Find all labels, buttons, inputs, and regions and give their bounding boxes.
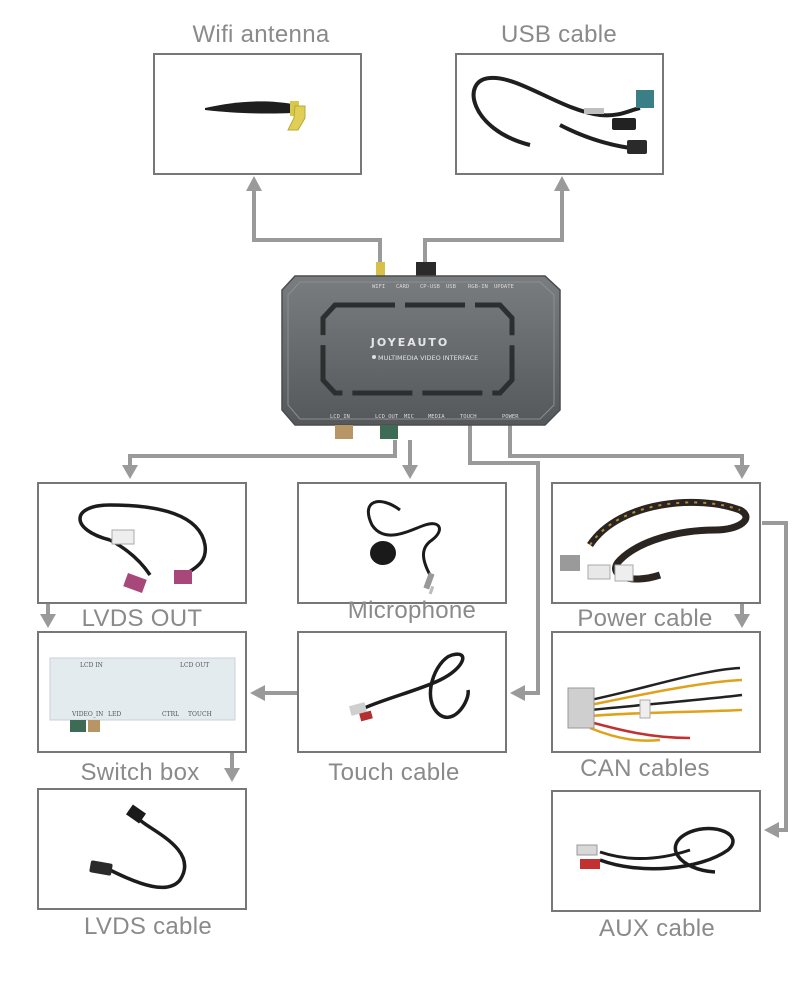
usb-cable-image <box>471 75 654 154</box>
usb-port <box>416 262 436 277</box>
wifi-antenna-image <box>205 101 306 131</box>
svg-text:MIC: MIC <box>404 414 414 420</box>
svg-text:TOUCH: TOUCH <box>188 711 212 718</box>
aux-cable-image <box>576 826 735 874</box>
usb-cable-box <box>455 53 664 175</box>
aux-cable-item: AUX cable <box>551 790 761 942</box>
multimedia-interface-box: WIFI CARD CP-USB USB RGB-IN UPDATE JOYEA… <box>281 262 561 439</box>
switch-box-item: LCD IN LCD OUT VIDEO_IN LED CTRL TOUCH S… <box>37 631 247 786</box>
svg-text:LED: LED <box>108 711 121 718</box>
touch-cable-item: Touch cable <box>297 631 507 786</box>
device-brand: JOYEAUTO <box>370 336 450 349</box>
bottom-port-labels: LCD_IN LCD_OUT MIC MEDIA TOUCH POWER <box>330 414 519 420</box>
lvds-cable-label: LVDS cable <box>84 913 212 940</box>
can-cables-item: CAN cables <box>551 631 761 782</box>
power-cable-image <box>560 498 750 583</box>
touch-cable-image <box>348 652 470 722</box>
lvds-out-item: LVDS OUT <box>37 482 247 632</box>
lvds-cable-image <box>89 804 187 890</box>
microphone-label: Microphone <box>348 597 476 624</box>
lvds-cable-box <box>37 788 247 910</box>
svg-text:CARD: CARD <box>396 284 409 290</box>
svg-text:USB: USB <box>446 284 457 290</box>
svg-text:VIDEO_IN: VIDEO_IN <box>71 711 103 718</box>
device-subtitle: MULTIMEDIA VIDEO INTERFACE <box>378 354 478 362</box>
svg-text:LCD_OUT: LCD_OUT <box>375 414 399 420</box>
svg-text:MEDIA: MEDIA <box>428 414 445 420</box>
wifi-antenna-box <box>153 53 362 175</box>
svg-text:LCD OUT: LCD OUT <box>180 662 209 669</box>
svg-text:UPDATE: UPDATE <box>494 284 514 290</box>
svg-text:LCD_IN: LCD_IN <box>330 414 350 420</box>
wifi-port <box>376 262 385 276</box>
microphone-image <box>366 500 441 595</box>
usb-cable-label: USB cable <box>501 21 617 48</box>
touch-cable-box <box>297 631 507 753</box>
microphone-box <box>297 482 507 604</box>
usb-cable-item: USB cable <box>455 21 664 175</box>
svg-text:RGB-IN: RGB-IN <box>468 284 488 290</box>
device-dot <box>372 355 376 359</box>
can-cables-image <box>567 666 743 742</box>
connector-lines <box>40 176 788 838</box>
lcd-out-port <box>380 425 398 439</box>
lvds-cable-item: LVDS cable <box>37 788 247 940</box>
wifi-antenna-item: Wifi antenna <box>153 21 362 175</box>
switch-box-image: LCD IN LCD OUT VIDEO_IN LED CTRL TOUCH <box>49 657 236 732</box>
svg-text:LCD IN: LCD IN <box>80 662 103 669</box>
lcd-in-port <box>335 425 353 439</box>
can-cables-label: CAN cables <box>580 755 710 782</box>
aux-cable-label: AUX cable <box>599 915 715 942</box>
switch-box-label: Switch box <box>80 759 199 786</box>
top-port-labels: WIFI CARD CP-USB USB RGB-IN UPDATE <box>372 284 514 290</box>
svg-text:CP-USB: CP-USB <box>420 284 441 290</box>
svg-text:WIFI: WIFI <box>372 284 385 290</box>
device-vent-frame <box>320 302 515 396</box>
svg-text:POWER: POWER <box>502 414 519 420</box>
lvds-out-image <box>78 503 207 593</box>
lvds-out-label: LVDS OUT <box>82 605 203 632</box>
touch-cable-label: Touch cable <box>328 759 459 786</box>
svg-text:CTRL: CTRL <box>162 711 179 718</box>
power-cable-label: Power cable <box>577 605 712 632</box>
microphone-item: Microphone <box>297 482 507 624</box>
wifi-antenna-label: Wifi antenna <box>192 21 329 48</box>
svg-text:TOUCH: TOUCH <box>460 414 477 420</box>
power-cable-item: Power cable <box>551 482 761 632</box>
